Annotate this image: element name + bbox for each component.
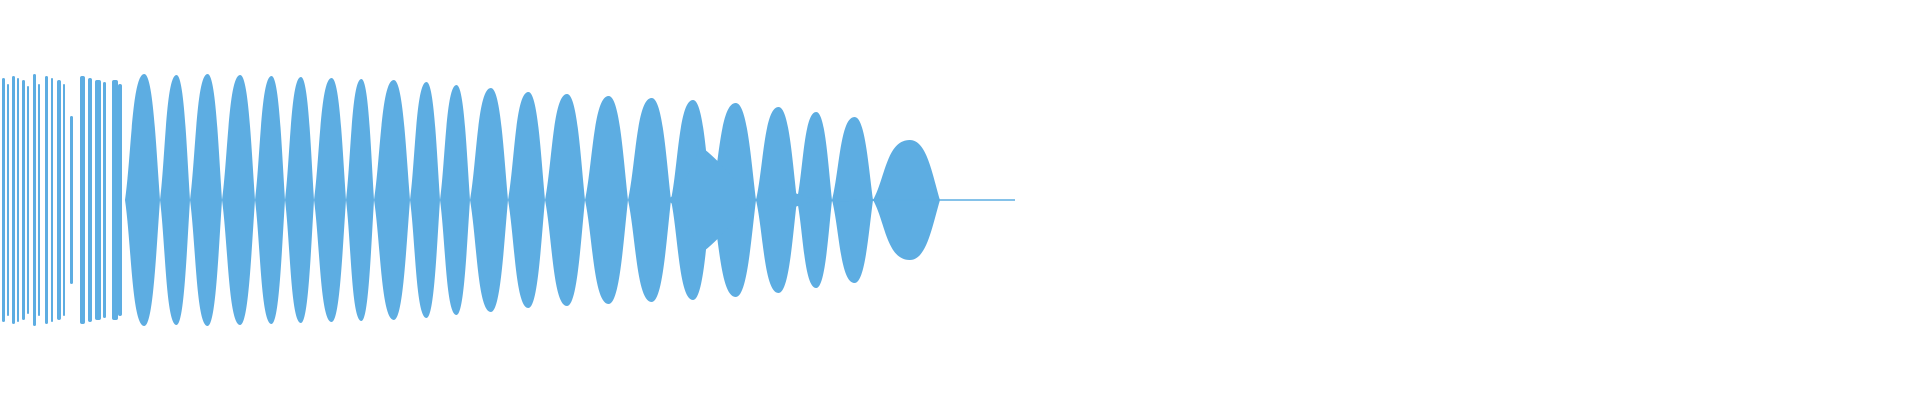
- waveform-lobe: [125, 74, 160, 326]
- waveform-dense-stroke: [70, 116, 73, 284]
- waveform-dense-stroke: [27, 86, 29, 314]
- waveform-lobe: [470, 88, 508, 312]
- waveform-dense-stroke: [63, 84, 65, 316]
- waveform-lobe: [585, 96, 628, 304]
- waveform-dense-stroke: [33, 74, 36, 326]
- waveform-lobe: [190, 74, 222, 326]
- waveform-dense-stroke: [7, 84, 9, 316]
- waveform-lobe: [545, 94, 585, 306]
- waveform-lobe: [255, 76, 285, 324]
- waveform-lobe: [440, 85, 470, 315]
- waveform-dense-region: [2, 74, 122, 326]
- waveform-dense-stroke: [118, 84, 122, 316]
- waveform-tail: [668, 145, 875, 255]
- waveform-lobe: [222, 75, 255, 325]
- waveform-lobe: [314, 78, 346, 322]
- waveform-dense-stroke: [80, 76, 85, 324]
- waveform-dense-stroke: [17, 78, 19, 322]
- waveform-lobe: [160, 75, 190, 325]
- waveform-lobe: [374, 80, 410, 320]
- waveform-dense-stroke: [2, 78, 5, 322]
- waveform-lobe: [285, 77, 314, 323]
- waveform-dense-stroke: [38, 84, 40, 316]
- waveform-lobe: [410, 82, 440, 318]
- waveform-lobe: [346, 79, 374, 321]
- waveform-lobe: [508, 92, 545, 308]
- waveform-dense-stroke: [51, 78, 53, 322]
- waveform-dense-stroke: [57, 80, 61, 320]
- waveform-dense-stroke: [22, 80, 25, 320]
- waveform-lobes: [125, 74, 940, 326]
- waveform-lobe: [628, 98, 671, 302]
- waveform-dense-stroke: [95, 80, 101, 320]
- waveform-dense-stroke: [45, 76, 48, 324]
- waveform-dense-stroke: [103, 82, 106, 318]
- waveform-dense-stroke: [12, 76, 15, 324]
- waveform-dense-stroke: [112, 80, 118, 320]
- waveform-dense-stroke: [88, 78, 92, 322]
